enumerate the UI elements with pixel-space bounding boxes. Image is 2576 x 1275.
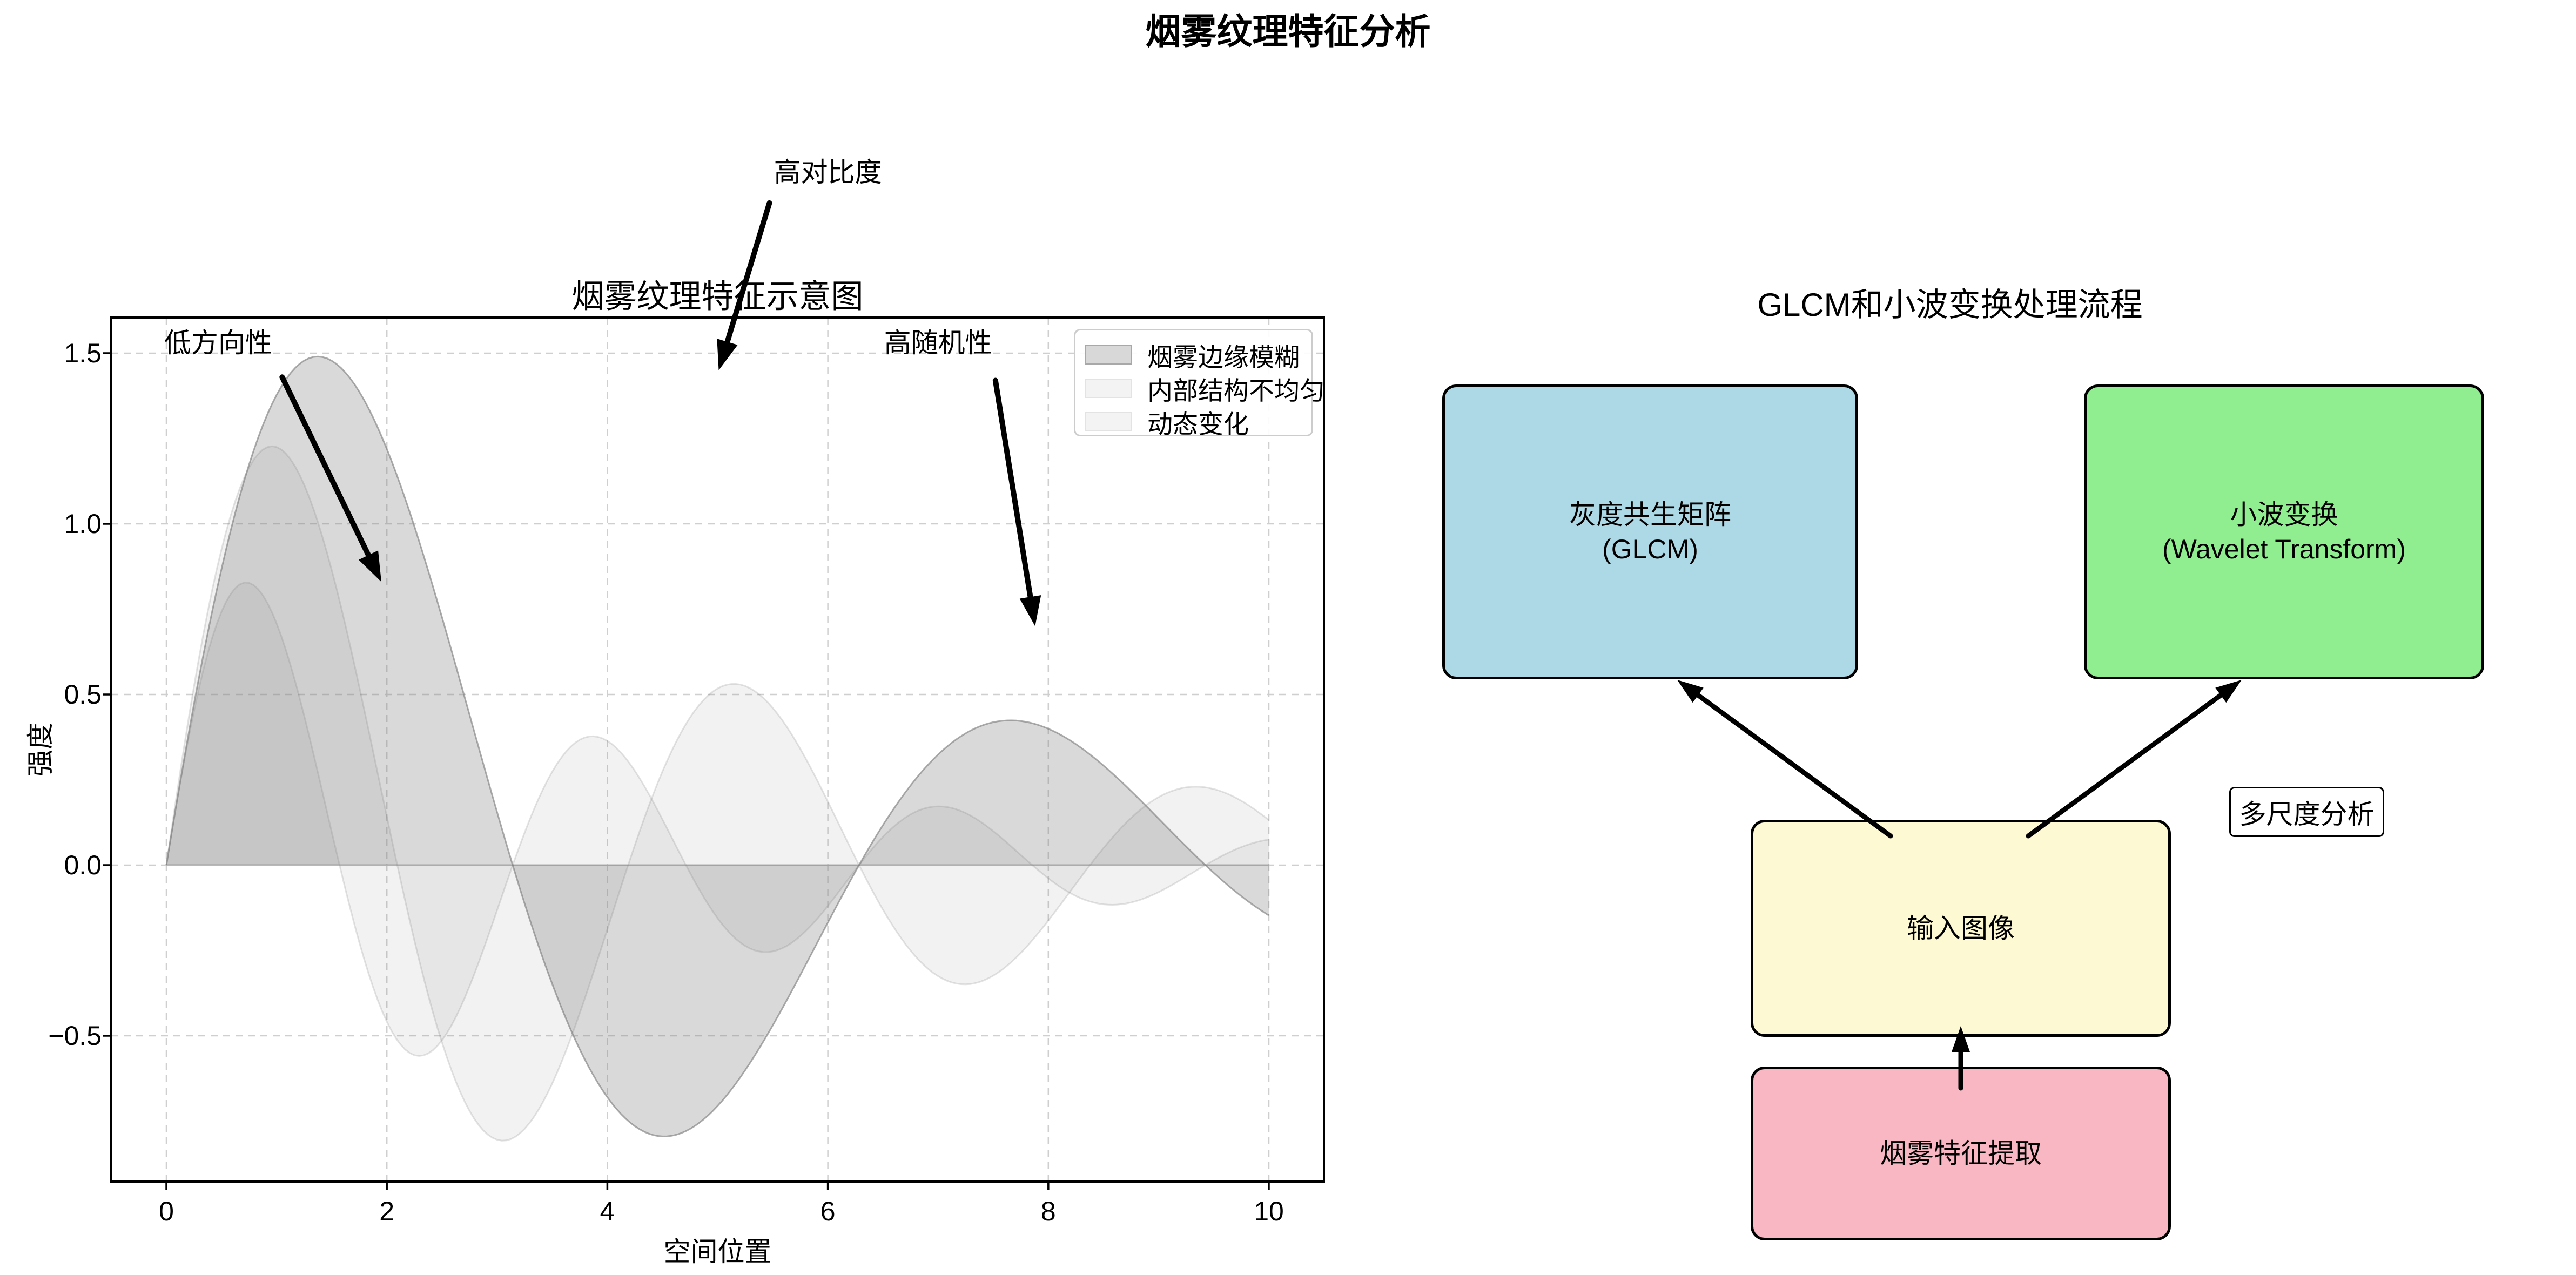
multiscale-analysis-label: 多尺度分析 bbox=[2239, 799, 2375, 829]
x-axis-label: 空间位置 bbox=[664, 1237, 772, 1267]
annotation-text-0: 低方向性 bbox=[164, 328, 272, 358]
legend-label: 烟雾边缘模糊 bbox=[1147, 342, 1300, 372]
node-feature-line1: 烟雾特征提取 bbox=[1880, 1138, 2042, 1169]
curve-series-1 bbox=[165, 445, 1269, 1142]
node-smoke-feature-extraction: 烟雾特征提取 bbox=[1751, 1067, 2171, 1240]
axes-spines bbox=[110, 316, 1325, 1183]
annotation-arrow-2-head-icon bbox=[1019, 595, 1041, 626]
x-tick-label: 8 bbox=[1041, 1196, 1056, 1226]
area-fill-series-2 bbox=[166, 582, 1269, 1056]
legend-label: 动态变化 bbox=[1147, 409, 1249, 439]
legend-item-dynamic-change: 动态变化 bbox=[1085, 405, 1311, 439]
legend-item-edge-blur: 烟雾边缘模糊 bbox=[1085, 338, 1311, 372]
legend-label: 内部结构不均匀 bbox=[1147, 376, 1325, 405]
chart-legend: 烟雾边缘模糊 内部结构不均匀 动态变化 bbox=[1074, 329, 1325, 439]
y-tick-label: 0.0 bbox=[64, 850, 102, 880]
node-input-line1: 输入图像 bbox=[1907, 913, 2015, 943]
y-tick-label: 0.5 bbox=[64, 679, 102, 710]
legend-swatch-inner-structure bbox=[1085, 379, 1132, 398]
annotation-arrow-1-head-icon bbox=[717, 339, 738, 370]
y-tick-label: −0.5 bbox=[48, 1021, 102, 1051]
curve-series-0 bbox=[165, 355, 1269, 1137]
legend-swatch-dynamic-change bbox=[1085, 412, 1132, 431]
x-tick-label: 4 bbox=[600, 1196, 615, 1226]
legend-item-inner-structure: 内部结构不均匀 bbox=[1085, 372, 1325, 405]
node-glcm-line1: 灰度共生矩阵 bbox=[1569, 500, 1731, 530]
node-wavelet-transform: 小波变换 (Wavelet Transform) bbox=[2084, 384, 2484, 679]
annotation-arrow-1-shaft bbox=[724, 200, 772, 345]
node-glcm-line2: (GLCM) bbox=[1602, 534, 1698, 564]
annotation-text-2: 高随机性 bbox=[884, 328, 992, 358]
y-tick-label: 1.5 bbox=[64, 338, 102, 368]
x-tick-label: 2 bbox=[379, 1196, 394, 1226]
annotation-arrow-0-head-icon bbox=[359, 550, 381, 582]
curve-series-2 bbox=[165, 582, 1269, 1057]
x-tick-label: 0 bbox=[159, 1196, 174, 1226]
y-tick-label: 1.0 bbox=[64, 509, 102, 539]
node-wavelet-line2: (Wavelet Transform) bbox=[2162, 534, 2406, 564]
x-tick-label: 6 bbox=[820, 1196, 836, 1226]
node-input-image: 输入图像 bbox=[1751, 820, 2171, 1037]
multiscale-analysis-tag: 多尺度分析 bbox=[2229, 787, 2384, 837]
node-glcm: 灰度共生矩阵 (GLCM) bbox=[1442, 384, 1858, 679]
node-wavelet-line1: 小波变换 bbox=[2230, 500, 2338, 530]
legend-swatch-edge-blur bbox=[1085, 345, 1132, 365]
figure-title: 烟雾纹理特征分析 bbox=[1145, 11, 1431, 51]
y-axis-label: 强度 bbox=[25, 723, 56, 777]
annotation-arrow-0-shaft bbox=[279, 374, 372, 558]
annotation-text-1: 高对比度 bbox=[774, 157, 882, 187]
area-fill-series-0 bbox=[166, 356, 1269, 1137]
area-fill-series-1 bbox=[166, 446, 1269, 1141]
x-tick-label: 10 bbox=[1254, 1196, 1284, 1226]
annotation-arrow-2-shaft bbox=[992, 377, 1033, 600]
flow-diagram-title: GLCM和小波变换处理流程 bbox=[1757, 287, 2143, 323]
chart-title: 烟雾纹理特征示意图 bbox=[572, 279, 864, 315]
